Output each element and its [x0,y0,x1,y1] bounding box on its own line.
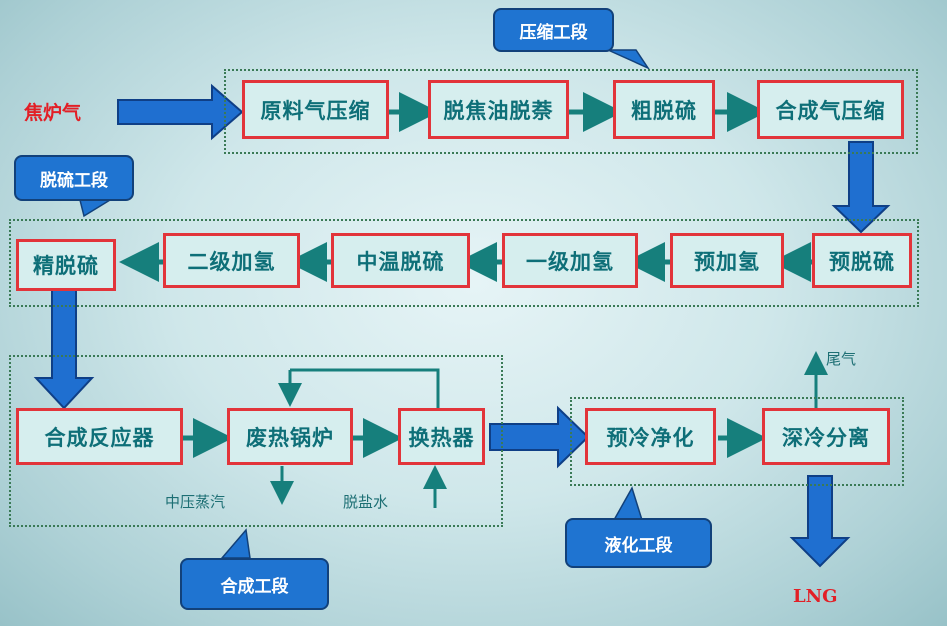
label-desalted-water: 脱盐水 [343,493,389,511]
callout-tail-synthesis [220,528,251,559]
section-desulfurization-outline [9,219,919,307]
callout-tail-liquefaction [612,486,644,521]
callout-compression: 压缩工段 [493,8,614,52]
step-fine-desulfurization: 精脱硫 [16,239,116,291]
callout-synthesis: 合成工段 [180,558,329,610]
step-precooling-purification: 预冷净化 [585,408,716,465]
recycle-loop-line [290,368,440,408]
step-pre-hydrogenation: 预加氢 [670,233,784,288]
step-waste-heat-boiler: 废热锅炉 [227,408,353,465]
step-syngas-compression: 合成气压缩 [757,80,904,139]
label-medium-pressure-steam: 中压蒸汽 [165,493,226,511]
step-primary-hydrogenation: 一级加氢 [502,233,638,288]
section-liquefaction-outline [570,397,904,486]
arrow-lng-output [789,475,851,568]
label-lng: LNG [793,586,838,607]
step-medium-temp-desulfurization: 中温脱硫 [331,233,470,288]
arrow-desulfurization-to-synthesis [33,289,95,410]
step-cryogenic-separation: 深冷分离 [762,408,890,465]
step-coarse-desulfurization: 粗脱硫 [613,80,715,139]
step-heat-exchanger: 换热器 [398,408,485,465]
step-secondary-hydrogenation: 二级加氢 [163,233,300,288]
step-pre-desulfurization: 预脱硫 [812,233,912,288]
callout-tail-desulfurization [79,199,113,218]
section-synthesis-outline [9,355,503,527]
step-raw-gas-compression: 原料气压缩 [242,80,389,139]
label-tail-gas: 尾气 [826,350,857,368]
callout-liquefaction: 液化工段 [565,518,712,568]
step-detar-denaphthalene: 脱焦油脱萘 [428,80,569,139]
arrow-gas-feed [117,83,244,141]
callout-desulfurization: 脱硫工段 [14,155,134,201]
step-synthesis-reactor: 合成反应器 [16,408,183,465]
input-coke-oven-gas: 焦炉气 [24,102,82,124]
callout-tail-compression [607,49,651,70]
section-compression-outline [224,69,918,154]
